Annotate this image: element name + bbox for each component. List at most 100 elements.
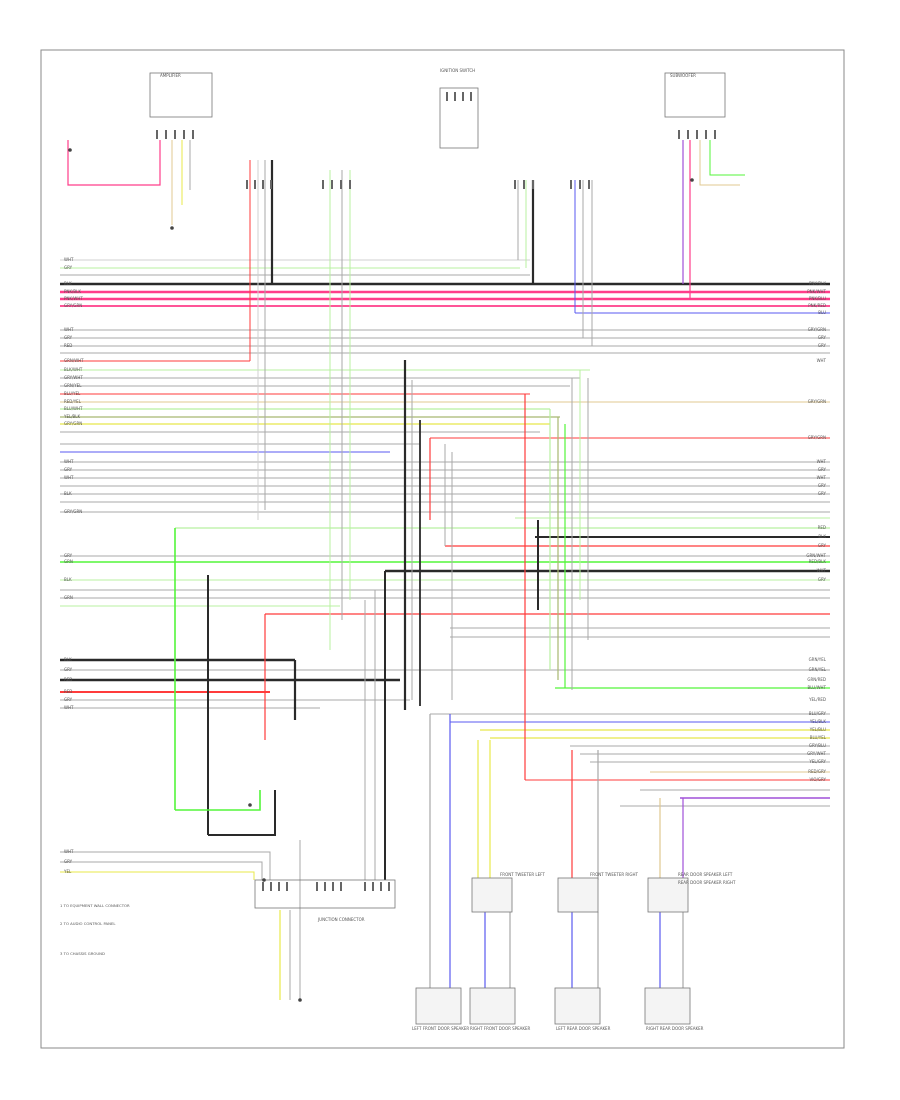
left-wire-label-24: GRY	[64, 553, 73, 558]
right-wire-label-5: BLU	[818, 310, 826, 315]
right-wire-label-30: YEL/BLK	[809, 719, 826, 724]
junction-pin	[278, 882, 280, 891]
right-wire-label-33: GRY/BLU	[808, 743, 826, 748]
left-wire-label-20: GRY	[64, 467, 73, 472]
amp-power-wire	[67, 140, 161, 186]
component-label-front-tweeter-left: FRONT TWEETER LEFT	[500, 872, 545, 877]
component-layer	[68, 72, 726, 1025]
ground-point	[248, 803, 252, 807]
diagram-note-2: 2 TO AUDIO CONTROL PANEL	[60, 921, 116, 926]
bottom-wire-label-3: YEL	[64, 869, 72, 874]
left-wire-label-14: BLU/YEL	[64, 391, 81, 396]
left-wire-label-19: WHT	[64, 459, 74, 464]
right-wire-label-20: GRN/WHT	[806, 553, 826, 558]
right-wire-label-13: GRY	[817, 467, 826, 472]
junction-pin	[270, 882, 272, 891]
component-label-left-front-door-speaker: LEFT FRONT DOOR SPEAKER	[412, 1026, 470, 1031]
right-wire-label-37: VIO/GRY	[809, 777, 826, 782]
left-wire-label-4: PNK/BLK	[64, 289, 81, 294]
junction-connector-box	[254, 879, 396, 909]
ground-point	[170, 226, 174, 230]
component-label-ignition-switch: IGNITION SWITCH	[440, 68, 476, 73]
connector-c1-pin	[270, 180, 272, 189]
tie-wire	[60, 871, 255, 880]
diagram-frame	[40, 49, 845, 1049]
junction-pin	[380, 882, 382, 891]
left-wire-label-26: BLK	[64, 577, 72, 582]
left-wire-label-30: RED	[64, 677, 73, 682]
right-wire-label-26: GRN/RED	[807, 677, 826, 682]
right-wire-label-15: GRY	[817, 483, 826, 488]
right-wire-label-12: WHT	[816, 459, 826, 464]
junction-pin	[316, 882, 318, 891]
left-wire-label-9: RED	[64, 343, 73, 348]
left-wire-label-23: GRY/GRN	[64, 509, 83, 514]
ground-point	[68, 148, 72, 152]
ground-point	[298, 998, 302, 1002]
junction-pin	[364, 882, 366, 891]
left-wire-label-18: GRY/GRN	[64, 421, 83, 426]
component-label-front-tweeter-right: FRONT TWEETER RIGHT	[590, 872, 638, 877]
tie-wire	[208, 790, 276, 836]
connector-c3-pin	[523, 180, 525, 189]
component-label-rear-door-speaker-right: REAR DOOR SPEAKER RIGHT	[678, 880, 736, 885]
right-wire-label-21: RED/BLK	[808, 559, 826, 564]
right-wire-label-11: GRY/GRN	[807, 435, 826, 440]
left-wire-label-32: GRY	[64, 697, 73, 702]
right-wire-label-2: PNK/WHT	[807, 289, 826, 294]
ignition-switch-pin	[446, 92, 448, 101]
left-wire-label-16: BLU/WHT	[64, 406, 83, 411]
tie-wire	[175, 790, 261, 811]
right-wire-label-22: WHT	[816, 568, 826, 573]
ignition-switch-pin	[470, 92, 472, 101]
left-wire-label-33: WHT	[64, 705, 74, 710]
right-wire-label-10: GRY/GRN	[807, 399, 826, 404]
left-wire-label-10: GRN/WHT	[64, 358, 84, 363]
right-rear-door-speaker-box	[644, 987, 691, 1025]
front-tweeter-left-box	[471, 877, 513, 913]
right-front-door-speaker-box	[469, 987, 516, 1025]
connector-c2-pin	[331, 180, 333, 189]
ignition-switch-pin	[454, 92, 456, 101]
left-wire-label-2: GRY	[64, 265, 73, 270]
junction-pin	[262, 882, 264, 891]
junction-pin	[340, 882, 342, 891]
right-wire-label-36: RED/GRY	[808, 769, 826, 774]
junction-pin	[286, 882, 288, 891]
left-wire-label-3: BLK	[64, 281, 72, 286]
right-wire-label-16: GRY	[817, 491, 826, 496]
component-label-subwoofer: SUBWOOFER	[670, 73, 696, 78]
tie-wire	[60, 861, 263, 880]
connector-c3-pin	[514, 180, 516, 189]
right-wire-label-3: PNK/BLU	[808, 296, 826, 301]
ignition-switch-box	[439, 87, 479, 149]
left-wire-label-7: WHT	[64, 327, 74, 332]
left-rear-door-speaker-box	[554, 987, 601, 1025]
left-wire-label-22: BLK	[64, 491, 72, 496]
right-wire-label-27: BLU/WHT	[807, 685, 826, 690]
left-wire-label-12: GRY/WHT	[64, 375, 83, 380]
right-wire-label-29: BLU/GRY	[808, 711, 826, 716]
wire-layer	[60, 140, 830, 1000]
component-label-left-rear-door-speaker: LEFT REAR DOOR SPEAKER	[556, 1026, 611, 1031]
right-wire-label-8: GRY	[817, 343, 826, 348]
right-wire-label-9: WHT	[816, 358, 826, 363]
connector-c2-pin	[349, 180, 351, 189]
right-wire-label-35: YEL/GRY	[809, 759, 826, 764]
amplifier-pin	[192, 130, 194, 139]
connector-c4-pin	[579, 180, 581, 189]
right-wire-label-24: GRN/YEL	[808, 657, 826, 662]
junction-pin	[372, 882, 374, 891]
amplifier-pin	[174, 130, 176, 139]
right-wire-label-17: RED	[817, 525, 826, 530]
amplifier-pin	[183, 130, 185, 139]
amplifier-pin	[156, 130, 158, 139]
left-wire-label-28: BLK	[64, 657, 72, 662]
right-wire-label-19: GRY	[817, 543, 826, 548]
left-wire-label-27: GRN	[64, 595, 73, 600]
subwoofer-pin	[678, 130, 680, 139]
subwoofer-pin	[714, 130, 716, 139]
tie-wire	[60, 851, 271, 880]
left-wire-label-8: GRY	[64, 335, 73, 340]
right-wire-label-18: BLK	[818, 534, 826, 539]
